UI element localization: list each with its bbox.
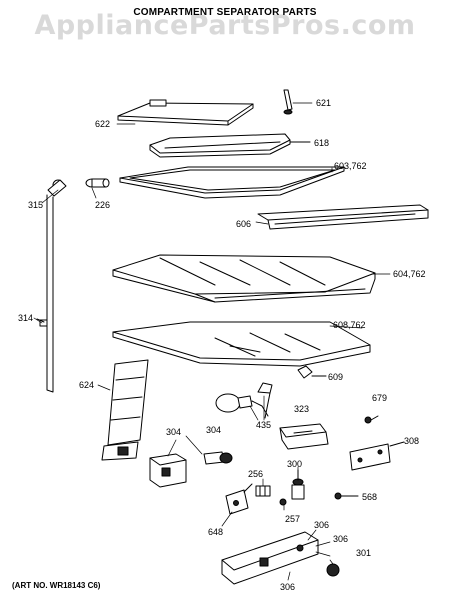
- part-323-box: [279, 423, 329, 450]
- callout-226: 226: [95, 200, 111, 210]
- callout-306-bottom: 306: [280, 582, 296, 592]
- part-301-knob: [326, 563, 340, 577]
- callout-603-762: 603,762: [334, 161, 367, 171]
- part-609-clip: [297, 365, 327, 379]
- callout-604-762: 604,762: [393, 269, 426, 279]
- part-606-trim: [257, 204, 429, 230]
- part-604-pan: [112, 254, 376, 303]
- art-number: (ART NO. WR18143 C6): [12, 581, 101, 590]
- part-304-housing: [149, 453, 187, 488]
- part-304-switch: [203, 451, 233, 465]
- callout-306-right: 306: [333, 534, 349, 544]
- callout-618: 618: [314, 138, 330, 148]
- callout-621: 621: [316, 98, 332, 108]
- part-622-cover: [117, 99, 254, 126]
- diagram-title: COMPARTMENT SEPARATOR PARTS: [133, 7, 317, 18]
- callout-257: 257: [285, 514, 301, 524]
- callout-315: 315: [28, 200, 44, 210]
- part-621-pin: [283, 89, 293, 115]
- part-603-shelf: [119, 166, 345, 199]
- callout-606: 606: [236, 219, 252, 229]
- callout-301: 301: [356, 548, 372, 558]
- callout-314: 314: [18, 313, 34, 323]
- part-257-screw: [279, 498, 287, 506]
- callout-323: 323: [294, 404, 310, 414]
- callout-609: 609: [328, 372, 344, 382]
- watermark: AppliancePartsPros.com: [34, 10, 416, 41]
- part-256-connector: [255, 485, 271, 497]
- callout-256: 256: [248, 469, 264, 479]
- part-648-socket: [225, 483, 253, 515]
- callout-435: 435: [256, 420, 272, 430]
- part-679-screw: [364, 415, 379, 424]
- part-306-bracket: [221, 531, 319, 585]
- callout-608-762: 608,762: [333, 320, 366, 330]
- callout-568: 568: [362, 492, 378, 502]
- part-618-bracket: [149, 133, 311, 158]
- callout-622: 622: [95, 119, 111, 129]
- part-226-grommet: [85, 178, 110, 188]
- callout-304-switch: 304: [206, 425, 222, 435]
- callout-306-upper: 306: [314, 520, 330, 530]
- callout-624: 624: [79, 380, 95, 390]
- callout-308: 308: [404, 436, 420, 446]
- callout-304-housing: 304: [166, 427, 182, 437]
- part-624-panel: [101, 359, 149, 461]
- part-314-clip: [36, 318, 48, 327]
- part-315-rod: [46, 179, 67, 393]
- leader-lines: [33, 102, 391, 581]
- part-300-switch: [291, 469, 305, 500]
- part-308-bracket: [349, 441, 405, 471]
- callout-679: 679: [372, 393, 388, 403]
- part-568-screw: [334, 492, 359, 500]
- callout-648: 648: [208, 527, 224, 537]
- part-608-pan: [112, 321, 371, 367]
- part-435-bulb: [215, 382, 273, 419]
- callout-300: 300: [287, 459, 303, 469]
